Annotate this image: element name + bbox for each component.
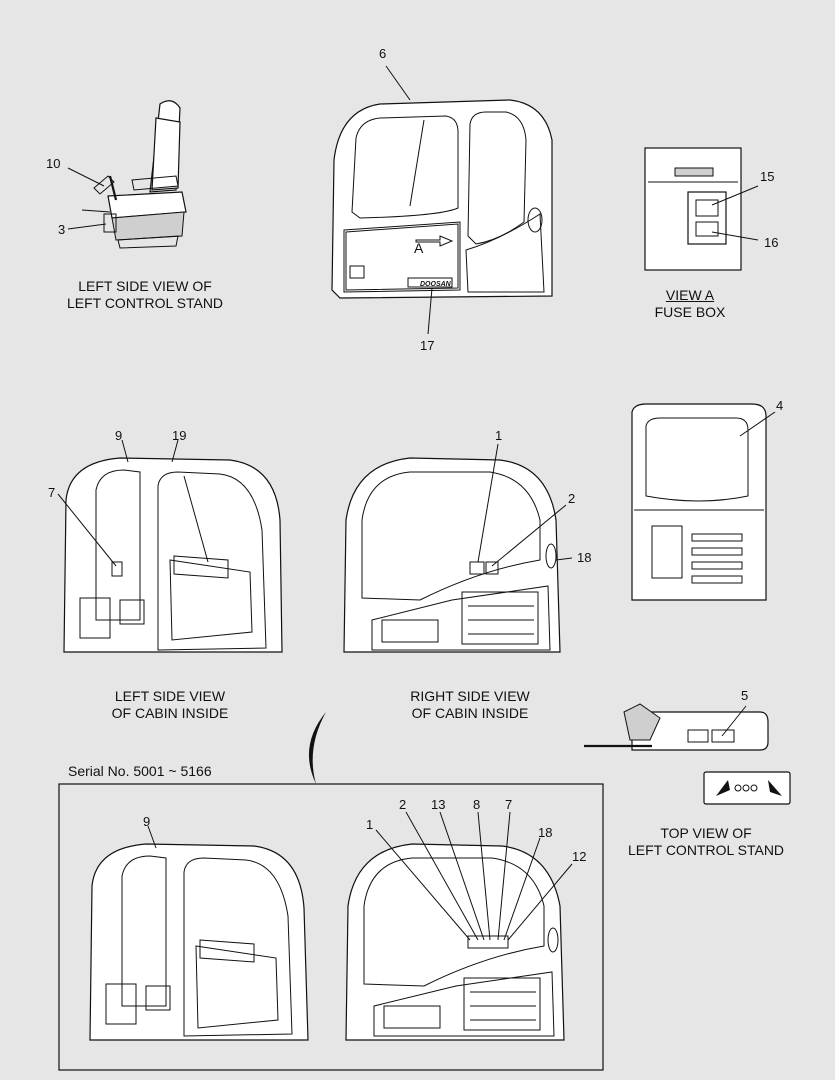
caption-top-view-line1: TOP VIEW OF	[660, 825, 752, 841]
part-ref-9: 9	[115, 428, 123, 443]
serial-part-ref-12: 12	[572, 849, 587, 864]
fuse-box-view-illustration	[644, 147, 759, 271]
caption-cabin-left-line1: LEFT SIDE VIEW	[114, 688, 226, 704]
part-ref-6: 6	[379, 46, 387, 61]
caption-cabin-right-line2: OF CABIN INSIDE	[411, 705, 529, 721]
caption-view-a-line1: VIEW A	[665, 287, 715, 303]
caption-top-view-line2: LEFT CONTROL STAND	[627, 842, 785, 858]
part-ref-3: 3	[58, 222, 66, 237]
serial-number-note: Serial No. 5001 ~ 5166	[68, 763, 212, 779]
caption-seat-line1: LEFT SIDE VIEW OF	[78, 278, 212, 294]
caption-cabin-right-line1: RIGHT SIDE VIEW	[410, 688, 530, 704]
view-a-marker: A	[414, 240, 424, 256]
caption-top-view: TOP VIEW OF LEFT CONTROL STAND	[620, 825, 792, 859]
part-ref-16: 16	[764, 235, 779, 250]
serial-part-ref-9: 9	[143, 814, 151, 829]
caption-cabin-left-line2: OF CABIN INSIDE	[111, 705, 229, 721]
operator-seat-illustration	[67, 100, 187, 249]
part-ref-5: 5	[741, 688, 749, 703]
part-ref-7: 7	[48, 485, 56, 500]
caption-cabin-right-inside: RIGHT SIDE VIEW OF CABIN INSIDE	[390, 688, 550, 722]
serial-part-ref-18: 18	[538, 825, 553, 840]
part-ref-15: 15	[760, 169, 775, 184]
serial-part-ref-13: 13	[431, 797, 446, 812]
caption-view-a: VIEW A FUSE BOX	[640, 287, 740, 321]
serial-part-ref-7: 7	[505, 797, 513, 812]
caption-cabin-left-inside: LEFT SIDE VIEW OF CABIN INSIDE	[90, 688, 250, 722]
cabin-rear-view-illustration	[631, 403, 776, 601]
part-ref-4: 4	[776, 398, 784, 413]
section-bracket-mark	[308, 712, 326, 784]
serial-part-ref-1: 1	[366, 817, 374, 832]
part-ref-1: 1	[495, 428, 503, 443]
serial-variant-frame	[58, 783, 604, 1071]
serial-cabin-right-illustration	[345, 811, 573, 1041]
serial-cabin-left-illustration	[89, 825, 309, 1041]
cabin-left-inside-illustration	[57, 439, 283, 653]
part-ref-18: 18	[577, 550, 592, 565]
cabin-right-inside-illustration	[343, 443, 573, 653]
part-ref-2: 2	[568, 491, 576, 506]
caption-seat-line2: LEFT CONTROL STAND	[66, 295, 224, 311]
caption-view-a-line2: FUSE BOX	[654, 304, 726, 320]
part-ref-10: 10	[46, 156, 61, 171]
part-ref-19: 19	[172, 428, 187, 443]
control-stand-top-view-illustration	[584, 703, 791, 805]
serial-part-ref-8: 8	[473, 797, 481, 812]
part-ref-17: 17	[420, 338, 435, 353]
cabin-exterior-left-illustration	[331, 65, 553, 335]
serial-part-ref-2: 2	[399, 797, 407, 812]
caption-seat-view: LEFT SIDE VIEW OF LEFT CONTROL STAND	[60, 278, 230, 312]
brand-decal: DOOSAN	[420, 281, 451, 288]
